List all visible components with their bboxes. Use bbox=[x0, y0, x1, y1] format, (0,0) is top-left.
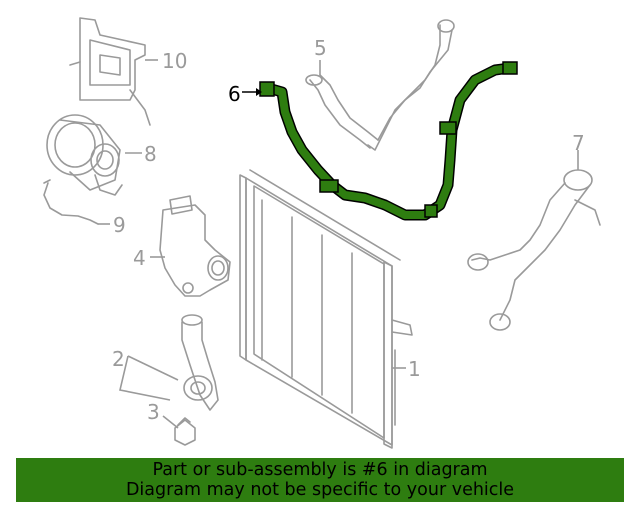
callout-10: 10 bbox=[162, 49, 187, 73]
banner-line-2: Diagram may not be specific to your vehi… bbox=[125, 480, 515, 500]
callout-8: 8 bbox=[144, 142, 157, 166]
callout-7: 7 bbox=[572, 131, 585, 155]
callout-2: 2 bbox=[112, 347, 125, 371]
callout-6: 6 bbox=[228, 82, 241, 106]
part-10-bracket: 10 bbox=[69, 17, 187, 126]
part-1-radiator: 1 bbox=[239, 169, 421, 449]
part-2-pipe: 2 bbox=[112, 314, 219, 411]
callout-9: 9 bbox=[113, 213, 126, 237]
part-3-clip: 3 bbox=[147, 400, 196, 446]
part-9-wire: 9 bbox=[43, 179, 126, 237]
callout-4: 4 bbox=[133, 246, 146, 270]
callout-5: 5 bbox=[314, 36, 327, 60]
part-4-valve: 4 bbox=[133, 195, 231, 297]
callout-1: 1 bbox=[408, 357, 421, 381]
part-7-hose: 7 bbox=[467, 131, 601, 331]
callout-3: 3 bbox=[147, 400, 160, 424]
part-6-hose-highlighted: 6 bbox=[228, 61, 518, 221]
parts-diagram: 10 8 9 4 2 bbox=[43, 17, 601, 449]
info-banner: Part or sub-assembly is #6 in diagram Di… bbox=[16, 458, 624, 502]
part-5-hose: 5 bbox=[305, 19, 455, 151]
part-8-pump: 8 bbox=[46, 114, 157, 196]
banner-line-1: Part or sub-assembly is #6 in diagram bbox=[152, 460, 488, 480]
